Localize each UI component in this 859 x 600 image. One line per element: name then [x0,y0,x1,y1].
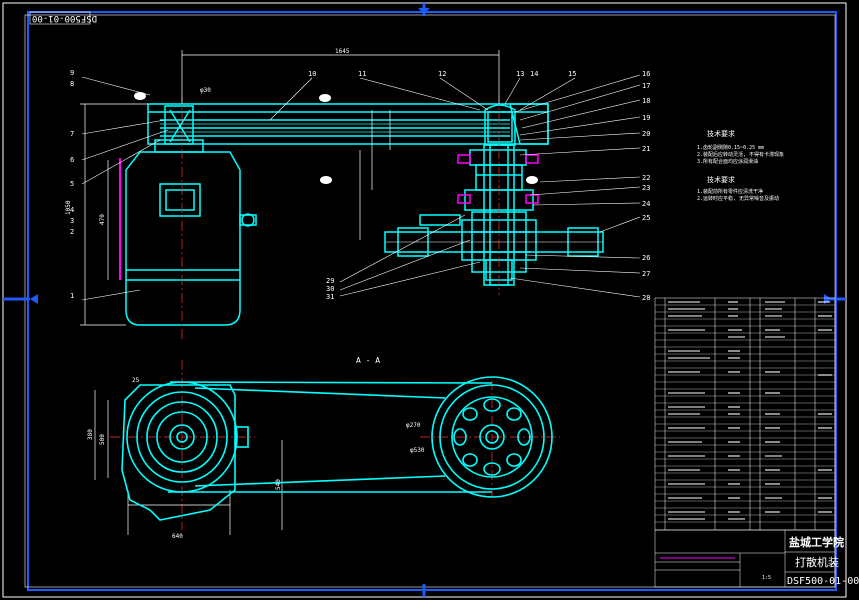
callout-6: 6 [70,156,74,164]
callout-1: 1 [70,292,74,300]
shaft-assembly [384,144,604,286]
tech-requirements-2-title: 技术要求 [707,176,735,184]
tech-requirement-2-line: 2.运转时应平稳, 无异常噪音及振动 [697,196,780,202]
callout-12: 12 [438,70,446,78]
callout-26: 26 [642,254,650,262]
callout-22: 22 [642,174,650,182]
callout-28: 28 [642,294,650,302]
callout-17: 17 [642,82,650,90]
dimension-lines [80,50,500,535]
dim-side-right: 500 [99,434,106,445]
section-label: A - A [356,356,381,365]
dim-top-dia: φ30 [200,87,211,94]
tech-requirement-line: 3.所有配合面均应涂润滑油 [697,159,759,165]
callout-31: 31 [326,293,334,301]
callout-27: 27 [642,270,650,278]
dim-small: 25 [132,377,140,384]
part-callouts: 9 8 7 6 5 4 3 2 1 10 11 12 13 14 15 16 1… [70,69,650,302]
callout-2: 2 [70,228,74,236]
tech-requirement-line: 2.装配后应转动灵活, 不得有卡滞现象 [697,152,785,158]
callout-19: 19 [642,114,650,122]
callout-8: 8 [70,80,74,88]
title-drawing-code: DSF500-01-00 [787,576,859,587]
callout-18: 18 [642,97,650,105]
dim-motor-height: 470 [99,214,106,225]
callout-3: 3 [70,217,74,225]
centerlines [110,95,560,530]
callout-23: 23 [642,184,650,192]
drawing-code-top-left: DSF500-01-00 [32,13,98,23]
motor [119,151,257,326]
callout-4: 4 [70,206,74,214]
callout-5: 5 [70,180,74,188]
dim-side-left: 380 [87,429,94,440]
callout-25: 25 [642,214,650,222]
dim-belt-2: φ530 [410,447,425,454]
callout-30: 30 [326,285,334,293]
callout-13: 13 [516,70,524,78]
callout-24: 24 [642,200,650,208]
title-drawing-name: 打散机装 [795,556,839,569]
dim-belt-1: φ270 [406,422,421,429]
belt-cover-beam [147,103,549,146]
callout-10: 10 [308,70,316,78]
callout-7: 7 [70,130,74,138]
callout-9: 9 [70,69,74,77]
tech-requirement-2-line: 1.装配前所有零件应清洗干净 [697,189,764,195]
callout-16: 16 [642,70,650,78]
callout-14: 14 [530,70,538,78]
motor-pulley [154,105,204,153]
title-school: 盐城工学院 [789,536,844,549]
callout-11: 11 [358,70,366,78]
dim-left-height: 1050 [65,200,72,215]
dimension-labels: 1645 1050 470 640 380 500 540 φ270 φ530 … [65,48,425,540]
dim-top-length: 1645 [335,48,350,55]
parts-list-text-hatches [668,301,832,520]
callout-15: 15 [568,70,576,78]
callout-29: 29 [326,277,334,285]
callout-21: 21 [642,145,650,153]
tech-requirement-line: 1.齿轮副侧隙0.15~0.25 mm [697,145,765,151]
surface-symbols [134,92,538,184]
section-aa-view [121,376,553,521]
parts-list-rows [655,304,835,523]
callout-20: 20 [642,130,650,138]
leader-lines [81,74,641,301]
dim-bottom-width: 640 [172,533,183,540]
parts-list [654,297,836,588]
dim-motor-width: 540 [275,479,282,490]
tech-requirements-title: 技术要求 [707,130,735,138]
title-scale: 1:5 [762,575,772,581]
